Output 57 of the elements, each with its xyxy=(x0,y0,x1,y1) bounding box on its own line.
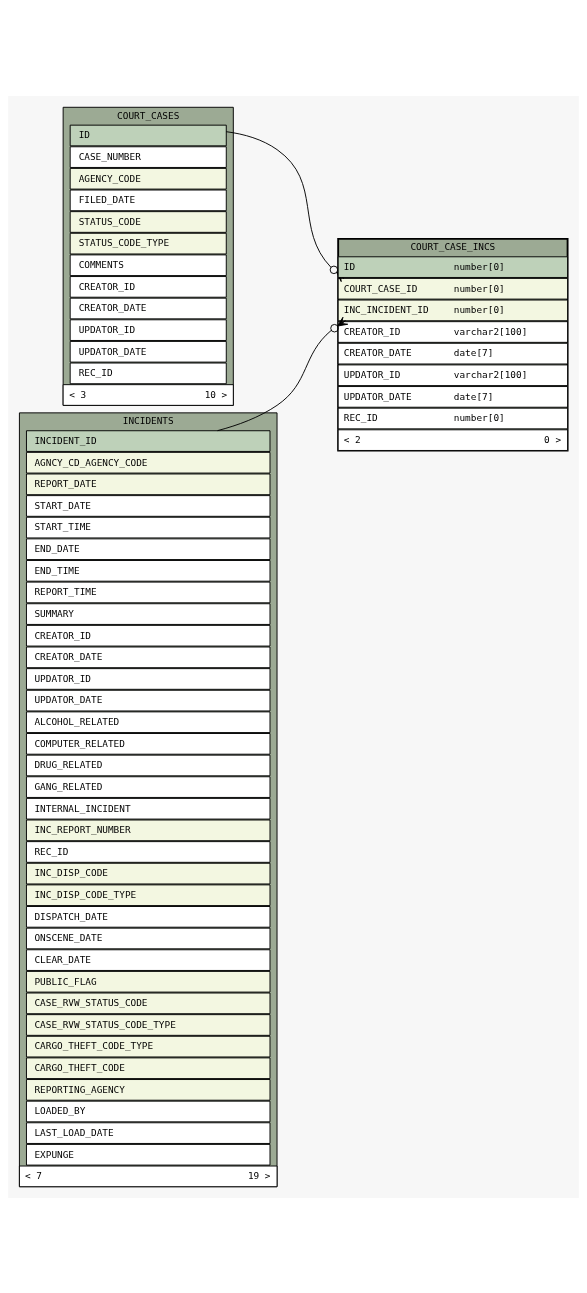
node-box: STATUS_CODE_TYPE xyxy=(69,232,227,254)
node-box: COMMENTS xyxy=(69,253,227,276)
node-box: CREATOR_DATE date[7] xyxy=(337,342,569,364)
node-box: INC_DISP_CODE xyxy=(26,862,271,884)
node-box: LOADED_BY xyxy=(26,1100,271,1122)
node-box: ID xyxy=(69,124,227,146)
node-box: CARGO_THEFT_CODE_TYPE xyxy=(26,1035,271,1057)
node-box: CREATOR_ID xyxy=(69,275,227,298)
node-box: END_TIME xyxy=(26,559,271,582)
node-box: EXPUNGE xyxy=(26,1143,271,1166)
node-box: COMPUTER_RELATED xyxy=(26,732,271,755)
node-box: STATUS_CODE xyxy=(69,210,227,233)
node-box: UPDATOR_DATE xyxy=(26,689,271,711)
node-box: UPDATOR_ID xyxy=(69,318,227,341)
node-box: REPORT_DATE xyxy=(26,473,271,495)
node-box: COURT_CASE_ID number[0] xyxy=(337,277,569,300)
node-box: FILED_DATE xyxy=(69,189,227,211)
node-box: < 3 10 > xyxy=(62,383,234,406)
node-box: GANG_RELATED xyxy=(26,775,271,798)
node-box: DISPATCH_DATE xyxy=(26,905,271,928)
node-box: AGNCY_CD_AGENCY_CODE xyxy=(26,451,271,474)
node-box: REPORT_TIME xyxy=(26,581,271,603)
node-box: INC_REPORT_NUMBER xyxy=(26,819,271,841)
node-box: CLEAR_DATE xyxy=(26,948,271,971)
node-box: PUBLIC_FLAG xyxy=(26,970,271,993)
node-box: CREATOR_ID xyxy=(26,624,271,647)
node-box: ONSCENE_DATE xyxy=(26,927,271,949)
node-box: CASE_RVW_STATUS_CODE_TYPE xyxy=(26,1013,271,1036)
node-box: REC_ID xyxy=(26,840,271,863)
node-box: CREATOR_DATE xyxy=(69,297,227,319)
node-box: REPORTING_AGENCY xyxy=(26,1078,271,1101)
node-box: CASE_RVW_STATUS_CODE xyxy=(26,992,271,1014)
node-box: UPDATOR_ID xyxy=(26,667,271,690)
node-box: CREATOR_ID varchar2[100] xyxy=(337,320,569,343)
node-box: INC_INCIDENT_ID number[0] xyxy=(337,299,569,321)
node-box: AGENCY_CODE xyxy=(69,167,227,190)
node-box: UPDATOR_ID varchar2[100] xyxy=(337,363,569,386)
node-box: START_DATE xyxy=(26,494,271,517)
node-box: INC_DISP_CODE_TYPE xyxy=(26,883,271,906)
node-box: REC_ID number[0] xyxy=(337,407,569,429)
node-box: ID number[0] xyxy=(337,255,569,278)
node-box: DRUG_RELATED xyxy=(26,754,271,776)
node-box: START_TIME xyxy=(26,516,271,538)
node-box: CREATOR_DATE xyxy=(26,646,271,668)
node-box: INCIDENT_ID xyxy=(26,429,271,452)
node-box: END_DATE xyxy=(26,537,271,560)
node-box: CASE_NUMBER xyxy=(69,145,227,168)
node-box: CARGO_THEFT_CODE xyxy=(26,1056,271,1079)
node-box: UPDATOR_DATE xyxy=(69,340,227,363)
node-box: < 2 0 > xyxy=(337,428,569,451)
node-box: LAST_LOAD_DATE xyxy=(26,1121,271,1144)
node-box: < 7 19 > xyxy=(18,1165,278,1187)
node-box: REC_ID xyxy=(69,362,227,384)
node-box: UPDATOR_DATE date[7] xyxy=(337,385,569,408)
node-box: INTERNAL_INCIDENT xyxy=(26,797,271,820)
node-box: SUMMARY xyxy=(26,602,271,625)
node-box: ALCOHOL_RELATED xyxy=(26,710,271,733)
